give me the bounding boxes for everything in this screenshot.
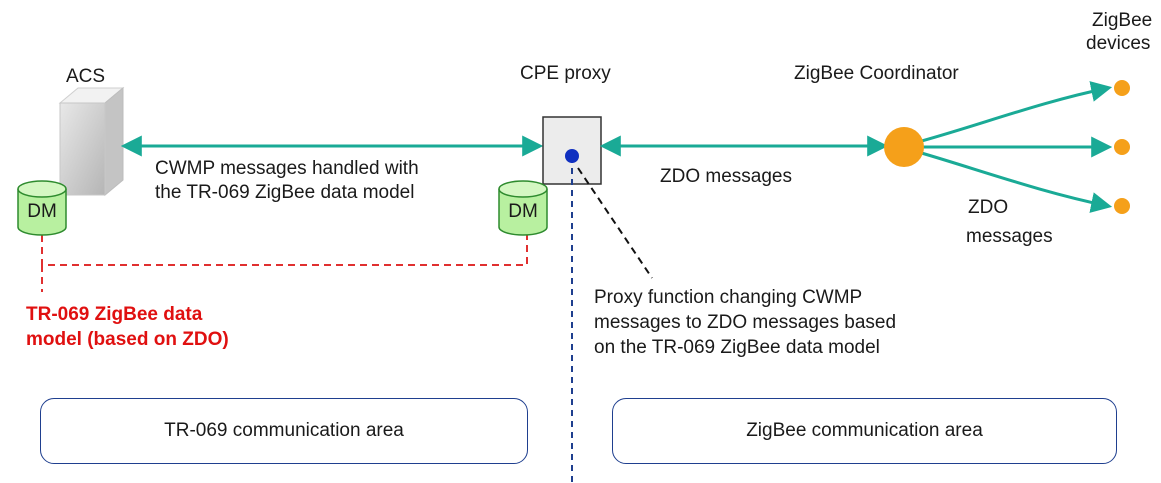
zigbee-device-node [1114, 139, 1130, 155]
dm-database-icon-left: DM [16, 180, 68, 236]
zigbee-devices-label-line2: devices [1086, 33, 1151, 54]
cwmp-label-line2: the TR-069 ZigBee data model [155, 182, 415, 203]
cwmp-label-line1: CWMP messages handled with [155, 158, 419, 179]
proxy-annotation-line1: Proxy function changing CWMP [594, 287, 863, 308]
coordinator-to-device-arrow-bottom [917, 150, 1113, 213]
dm-label-right: DM [508, 201, 538, 222]
zdo-messages-label: ZDO messages [660, 166, 792, 187]
dm-label-left: DM [27, 201, 57, 222]
coordinator-to-device-arrow-top [917, 81, 1113, 144]
zigbee-devices-label-line1: ZigBee [1092, 10, 1153, 31]
tr069-communication-area: TR-069 communication area [40, 398, 528, 464]
proxy-annotation-line3: on the TR-069 ZigBee data model [594, 337, 880, 358]
zdo-branch-label-line1: ZDO [968, 197, 1009, 218]
zigbee-area-label: ZigBee communication area [746, 420, 983, 441]
acs-label: ACS [66, 66, 106, 87]
data-model-annotation-line2: model (based on ZDO) [26, 329, 229, 350]
acs-server-icon [58, 86, 125, 197]
data-model-annotation-line1: TR-069 ZigBee data [26, 304, 203, 325]
dm-database-icon-right: DM [497, 180, 549, 236]
proxy-function-dot [565, 149, 579, 163]
proxy-annotation-line2: messages to ZDO messages based [594, 312, 897, 333]
zigbee-device-node [1114, 198, 1130, 214]
cpe-proxy-label: CPE proxy [520, 63, 611, 84]
proxy-callout-line [577, 167, 653, 279]
zigbee-coordinator-label: ZigBee Coordinator [794, 63, 959, 84]
zigbee-communication-area: ZigBee communication area [612, 398, 1117, 464]
zdo-branch-label-line2: messages [966, 226, 1053, 247]
zigbee-coordinator-node [884, 127, 924, 167]
tr069-area-label: TR-069 communication area [164, 420, 404, 441]
dm-link-dashed-line [41, 235, 528, 266]
zigbee-device-node [1114, 80, 1130, 96]
